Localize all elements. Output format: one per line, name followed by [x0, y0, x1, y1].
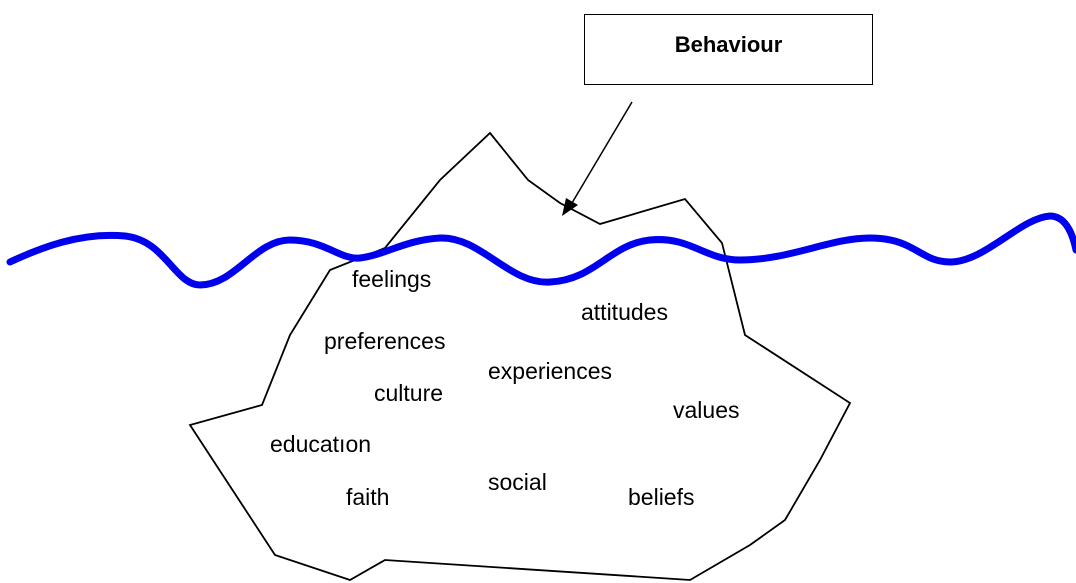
word-faith: faith	[346, 484, 390, 510]
word-social: social	[488, 469, 547, 495]
word-experiences: experiences	[488, 358, 613, 384]
word-education: educatıon	[270, 431, 372, 457]
word-feelings: feelings	[352, 266, 432, 292]
word-preferences: preferences	[324, 328, 446, 354]
word-values: values	[673, 397, 740, 423]
word-beliefs: beliefs	[628, 484, 695, 510]
behaviour-label: Behaviour	[674, 32, 783, 57]
behaviour-callout-box: Behaviour	[584, 14, 873, 85]
callout-arrow-head	[562, 198, 578, 216]
callout-arrow-line	[568, 101, 633, 209]
word-attitudes: attitudes	[581, 299, 668, 325]
iceberg-outline	[188, 131, 852, 581]
waterline-wave	[6, 212, 1076, 289]
word-culture: culture	[374, 380, 444, 406]
